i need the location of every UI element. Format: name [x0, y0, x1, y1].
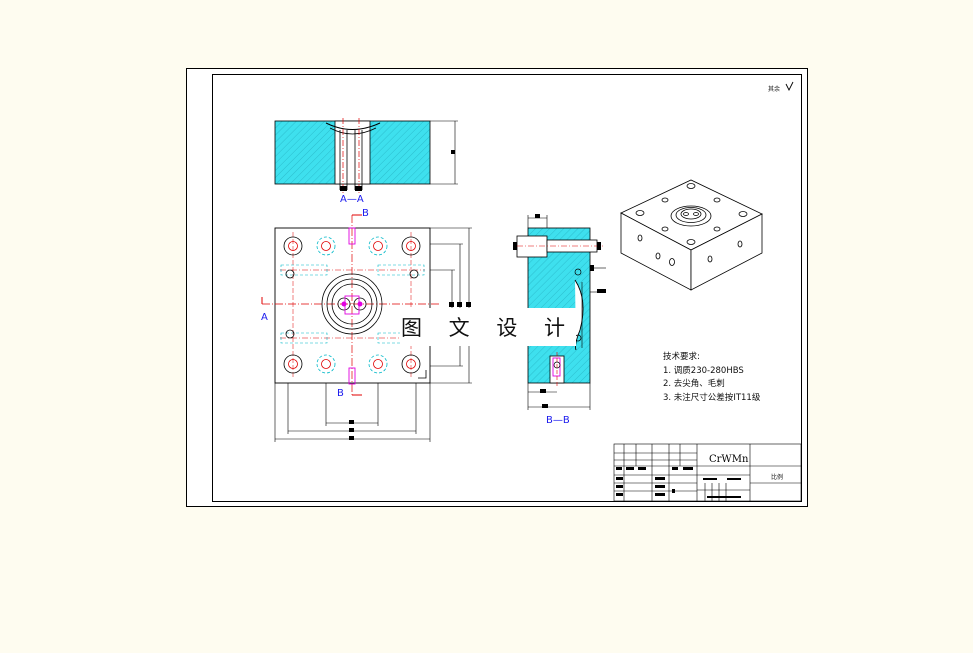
- tech-req-item-2: 2. 去尖角、毛刺: [663, 379, 725, 389]
- section-bb-view: [513, 214, 606, 410]
- section-aa-label: A—A: [340, 194, 364, 205]
- cut-b-top-label: B: [362, 208, 369, 219]
- roughness-symbol: [785, 81, 794, 92]
- cut-a-left-label: A: [261, 312, 268, 323]
- scale-label: 比例: [771, 474, 784, 481]
- plan-view: [261, 214, 472, 442]
- isometric-view: [620, 179, 763, 291]
- cut-b-bottom-label: B: [337, 388, 344, 399]
- tech-req-item-1: 1. 调质230-280HBS: [663, 366, 744, 376]
- section-bb-label: B—B: [546, 415, 570, 426]
- tech-req-item-3: 3. 未注尺寸公差按IT11级: [663, 393, 761, 403]
- title-block-fills: [616, 467, 741, 498]
- material-label: CrWMn: [709, 454, 749, 465]
- roughness-note: 其余: [768, 86, 781, 93]
- inner-drawing-frame: [212, 74, 802, 502]
- watermark-banner: 图 文 设 计: [400, 308, 576, 346]
- section-aa-view: [274, 118, 458, 195]
- title-block: [613, 443, 802, 502]
- tech-req-title: 技术要求:: [663, 352, 700, 362]
